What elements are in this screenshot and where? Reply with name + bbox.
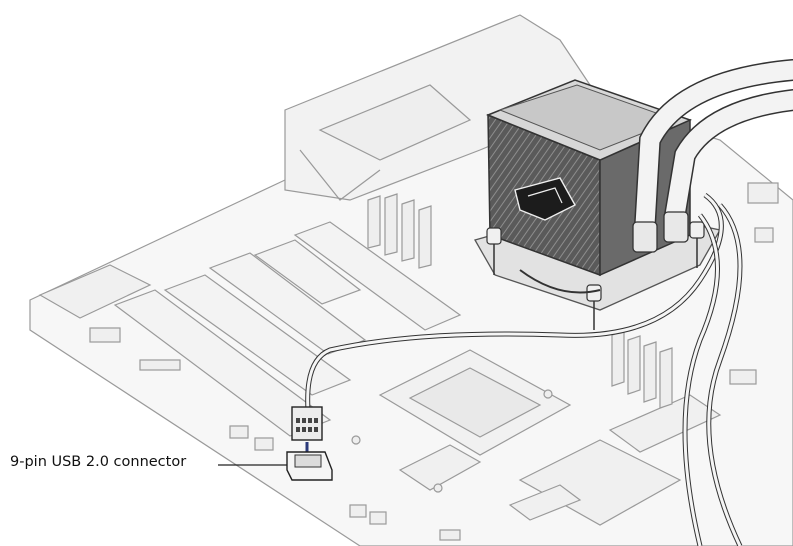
callout-label: 9-pin USB 2.0 connector — [10, 454, 187, 470]
aio-pump-cooler — [474, 59, 793, 330]
usb-cable — [305, 192, 743, 546]
usb-2-header — [286, 451, 333, 481]
usb-plug — [291, 406, 323, 441]
rog-logo — [514, 177, 576, 221]
